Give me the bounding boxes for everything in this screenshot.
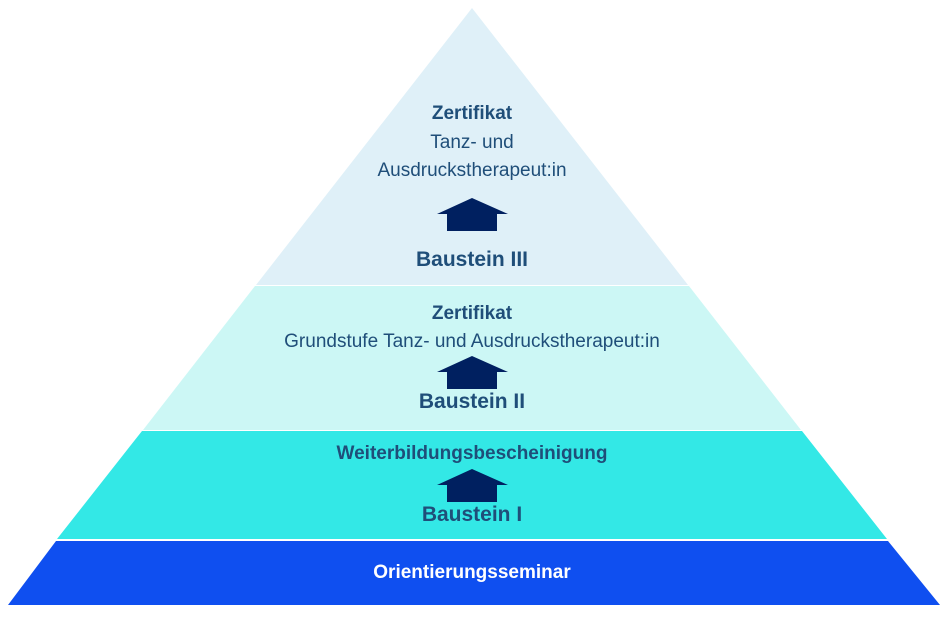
- level-3-heading: Zertifikat: [431, 103, 513, 124]
- base-label: Orientierungsseminar: [373, 562, 571, 583]
- arrow-up-icon: [437, 356, 508, 389]
- level-3-line1: Tanz- und: [430, 132, 514, 153]
- base-tier: [8, 541, 940, 605]
- level-3-line2: Ausdruckstherapeut:in: [377, 160, 567, 181]
- level-2-heading: Zertifikat: [431, 303, 513, 324]
- level-2-line1: Grundstufe Tanz- und Ausdruckstherapeut:…: [284, 331, 660, 352]
- level-3-tier: [256, 8, 688, 285]
- level-3-module: Baustein III: [415, 248, 529, 271]
- level-1-module: Baustein I: [421, 503, 523, 526]
- level-2-module: Baustein II: [418, 390, 526, 413]
- level-1-heading: Weiterbildungsbescheinigung: [336, 443, 608, 464]
- arrow-up-icon: [437, 198, 508, 231]
- arrow-up-icon: [437, 469, 508, 502]
